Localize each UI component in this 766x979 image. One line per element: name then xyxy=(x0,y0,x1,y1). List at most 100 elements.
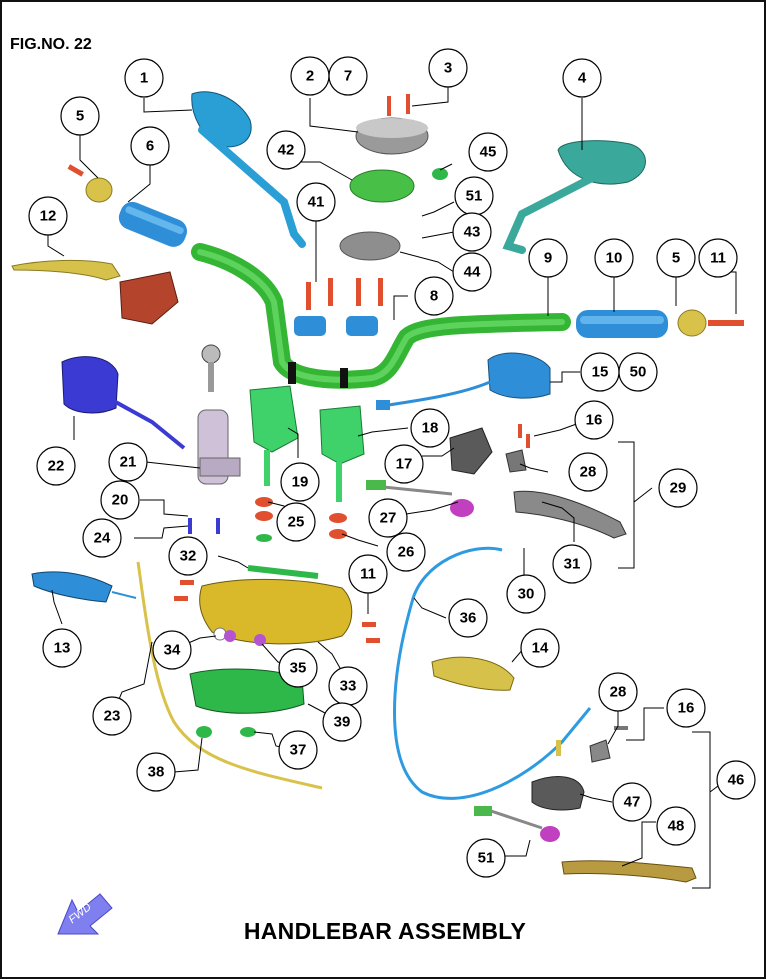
svg-text:21: 21 xyxy=(120,454,137,471)
callout-42: 42 xyxy=(266,130,306,170)
svg-text:39: 39 xyxy=(334,714,351,731)
callout-32: 32 xyxy=(168,536,208,576)
bar-end-weight-right xyxy=(677,309,707,337)
figure-number: FIG.NO. 22 xyxy=(10,36,92,53)
svg-text:12: 12 xyxy=(40,208,57,225)
svg-text:19: 19 xyxy=(292,474,309,491)
clutch-cable xyxy=(393,546,592,800)
fwd-arrow xyxy=(57,893,113,935)
svg-text:43: 43 xyxy=(464,224,481,241)
callout-38: 38 xyxy=(136,752,176,792)
callout-21: 21 xyxy=(108,442,148,482)
svg-text:17: 17 xyxy=(396,456,413,473)
svg-text:20: 20 xyxy=(112,492,129,509)
svg-text:25: 25 xyxy=(288,514,305,531)
callout-51b: 51 xyxy=(466,838,506,878)
brake-master-cylinder xyxy=(449,427,493,475)
callout-2: 2 xyxy=(290,56,330,96)
callout-48: 48 xyxy=(656,806,696,846)
fork-cover-right xyxy=(319,405,365,465)
callout-41: 41 xyxy=(296,182,336,222)
callout-9: 9 xyxy=(528,238,568,278)
callout-36: 36 xyxy=(448,598,488,638)
callout-24: 24 xyxy=(82,518,122,558)
svg-text:6: 6 xyxy=(146,138,154,155)
svg-text:18: 18 xyxy=(422,420,439,437)
callout-18: 18 xyxy=(410,408,450,448)
handlebar-clamp-right xyxy=(346,316,378,336)
svg-text:15: 15 xyxy=(592,364,609,381)
throttle-grip xyxy=(31,571,113,603)
svg-text:51: 51 xyxy=(466,188,483,205)
callout-19: 19 xyxy=(280,462,320,502)
callout-5: 5 xyxy=(60,96,100,136)
callout-29: 29 xyxy=(658,468,698,508)
top-triple-clamp xyxy=(199,578,353,645)
bar-end-weight-left xyxy=(85,177,113,203)
callout-50: 50 xyxy=(618,352,658,392)
right-switch xyxy=(487,352,551,399)
page-title: HANDLEBAR ASSEMBLY xyxy=(243,918,527,944)
callout-37: 37 xyxy=(278,730,318,770)
callout-33: 33 xyxy=(328,666,368,706)
front-brake-lever xyxy=(431,656,515,691)
callout-13: 13 xyxy=(42,628,82,668)
svg-text:16: 16 xyxy=(678,700,695,717)
lever-bracket-left xyxy=(119,271,179,325)
handlebar-clamp-left xyxy=(294,316,326,336)
svg-text:24: 24 xyxy=(94,530,111,547)
svg-text:34: 34 xyxy=(164,642,181,659)
svg-text:11: 11 xyxy=(710,250,726,267)
callout-11b: 11 xyxy=(348,554,388,594)
svg-text:13: 13 xyxy=(54,640,71,657)
svg-text:28: 28 xyxy=(610,684,627,701)
svg-text:7: 7 xyxy=(344,68,352,85)
left-switch xyxy=(61,356,119,414)
svg-text:23: 23 xyxy=(104,708,121,725)
meter-case xyxy=(339,231,401,261)
svg-text:27: 27 xyxy=(380,510,397,527)
callout-47: 47 xyxy=(612,782,652,822)
svg-text:5: 5 xyxy=(672,250,680,267)
callout-51: 51 xyxy=(454,176,494,216)
callout-12: 12 xyxy=(28,196,68,236)
callout-11: 11 xyxy=(698,238,738,278)
callout-43: 43 xyxy=(452,212,492,252)
svg-text:16: 16 xyxy=(586,412,603,429)
callout-44: 44 xyxy=(452,252,492,292)
callout-35: 35 xyxy=(278,648,318,688)
svg-text:45: 45 xyxy=(480,144,497,161)
svg-text:29: 29 xyxy=(670,480,687,497)
svg-text:33: 33 xyxy=(340,678,357,695)
lower-clamp xyxy=(189,668,305,714)
svg-text:32: 32 xyxy=(180,548,197,565)
svg-text:50: 50 xyxy=(630,364,647,381)
svg-text:22: 22 xyxy=(48,458,65,475)
svg-text:14: 14 xyxy=(532,640,549,657)
meter-grommet xyxy=(432,168,448,180)
callout-28: 28 xyxy=(568,452,608,492)
clutch-lever-bracket xyxy=(531,776,585,811)
callout-31: 31 xyxy=(552,544,592,584)
callout-46: 46 xyxy=(716,760,756,800)
svg-text:1: 1 xyxy=(140,70,148,87)
svg-text:42: 42 xyxy=(278,142,295,159)
callout-8: 8 xyxy=(414,276,454,316)
callout-16: 16 xyxy=(574,400,614,440)
svg-text:46: 46 xyxy=(728,772,745,789)
callout-5b: 5 xyxy=(656,238,696,278)
callout-45: 45 xyxy=(468,132,508,172)
mirror-right xyxy=(557,140,646,185)
callout-39: 39 xyxy=(322,702,362,742)
svg-text:48: 48 xyxy=(668,818,685,835)
svg-text:35: 35 xyxy=(290,660,307,677)
callout-3: 3 xyxy=(428,48,468,88)
mirror-left xyxy=(191,91,252,148)
callout-34: 34 xyxy=(152,630,192,670)
fork-cover-left xyxy=(249,385,299,453)
svg-text:10: 10 xyxy=(606,250,623,267)
callout-23: 23 xyxy=(92,696,132,736)
svg-text:5: 5 xyxy=(76,108,84,125)
